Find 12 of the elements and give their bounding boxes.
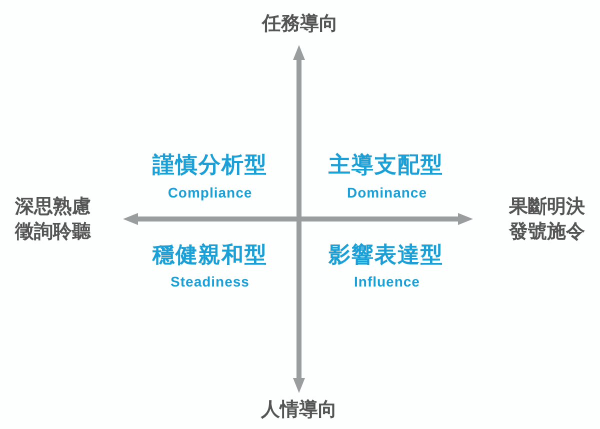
quadrant-title: 影響表達型 bbox=[328, 242, 444, 268]
quadrant-subtitle: Steadiness bbox=[170, 274, 250, 290]
quadrant-subtitle: Compliance bbox=[168, 184, 252, 202]
axis-label: 任務導向 bbox=[262, 14, 338, 36]
quadrant-title: 主導支配型 bbox=[328, 152, 444, 178]
quadrant-title: 穩健親和型 bbox=[152, 242, 268, 268]
quadrant-subtitle: Dominance bbox=[347, 184, 427, 202]
quadrant-title: 謹慎分析型 bbox=[152, 152, 268, 178]
quadrant-subtitle: Influence bbox=[354, 274, 420, 290]
axis-label: 深思熟慮徵詢聆聽 bbox=[15, 195, 92, 244]
axis-label: 人情導向 bbox=[261, 400, 337, 422]
axis-label: 果斷明決發號施令 bbox=[509, 195, 586, 244]
